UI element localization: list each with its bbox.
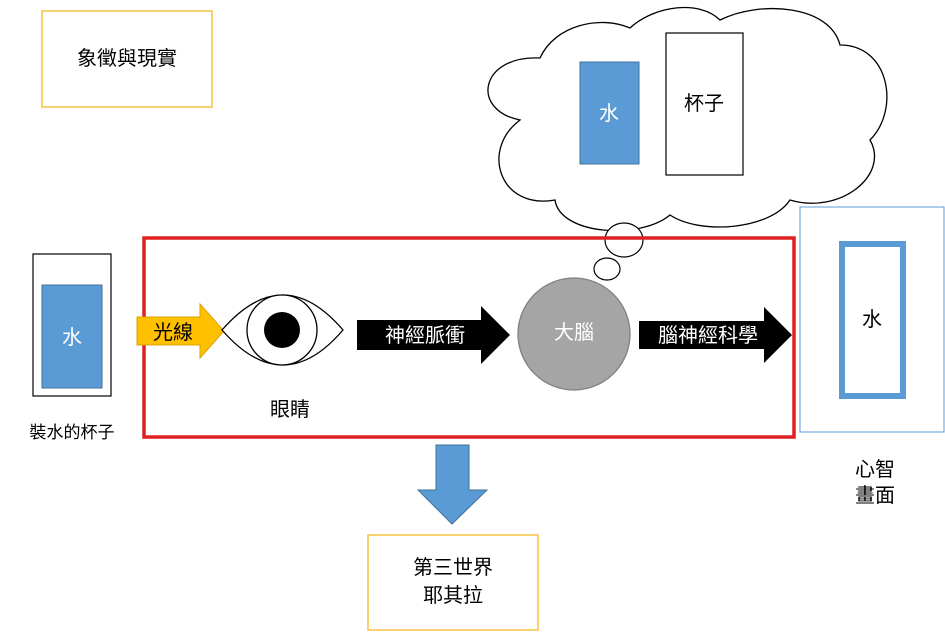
- light-arrow: 光線: [136, 302, 225, 360]
- cloud-water-rect: [579, 61, 640, 165]
- cup-with-water: 水 裝水的杯子: [30, 253, 115, 443]
- third-world-line1: 第三世界: [413, 555, 493, 579]
- cloud-water-label: 水: [599, 101, 619, 125]
- eye-caption: 眼睛: [270, 397, 310, 421]
- light-arrow-label: 光線: [153, 320, 193, 344]
- thought-bubble-large: [604, 222, 644, 258]
- eye-pupil: [264, 312, 300, 348]
- mental-image: 水 心智 畫面: [799, 206, 945, 507]
- science-arrow-label: 腦神經科學: [658, 323, 758, 347]
- mental-cup-rect: [839, 241, 906, 399]
- brain-circle: [517, 277, 631, 391]
- mental-caption-line2: 畫面: [855, 483, 895, 507]
- mental-water-label: 水: [862, 307, 882, 331]
- third-world-frame: [367, 534, 539, 631]
- nerve-arrow-label: 神經脈衝: [385, 323, 465, 347]
- third-world-box: 第三世界 耶其拉: [367, 534, 539, 631]
- brain-node: 大腦: [517, 277, 631, 391]
- cup-water-rect: [41, 284, 103, 389]
- cloud-cup-rect: [665, 32, 744, 176]
- title-text: 象徵與現實: [77, 46, 177, 70]
- title-box: 象徵與現實: [41, 10, 213, 108]
- nerve-impulse-arrow: 神經脈衝: [357, 306, 510, 364]
- thought-cloud: 水 杯子: [487, 6, 888, 281]
- eye-icon: 眼睛: [221, 294, 344, 421]
- down-arrow: [416, 444, 489, 525]
- brain-label: 大腦: [554, 320, 594, 344]
- light-arrow-shape: [136, 302, 225, 360]
- cloud-cup-label: 杯子: [684, 91, 724, 115]
- science-arrow-shape: [639, 307, 792, 363]
- cup-water-label: 水: [62, 325, 82, 349]
- mental-caption-line1: 心智: [855, 457, 895, 481]
- thought-bubble-small: [593, 257, 621, 281]
- cup-caption: 裝水的杯子: [30, 423, 115, 443]
- third-world-line2: 耶其拉: [423, 583, 483, 607]
- neuroscience-arrow: 腦神經科學: [639, 307, 792, 363]
- nerve-arrow-shape: [357, 306, 510, 364]
